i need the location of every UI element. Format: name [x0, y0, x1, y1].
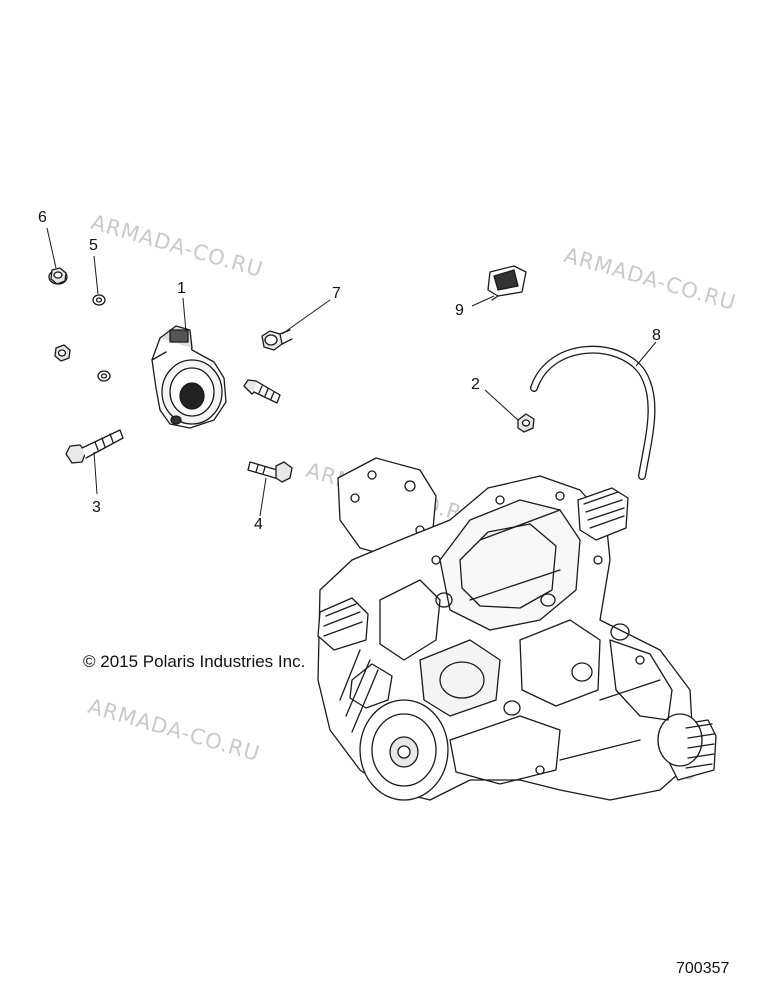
leader-line-6	[46, 227, 57, 269]
hose-part-8	[530, 345, 656, 480]
bolt-part-4-upper	[243, 379, 281, 404]
callout-4: 4	[254, 516, 263, 533]
washer-part-5-second	[97, 370, 111, 382]
figure-number: 700357	[676, 960, 730, 977]
copyright-notice: © 2015 Polaris Industries Inc.	[83, 652, 306, 671]
callout-2: 2	[471, 376, 480, 393]
nut-part-2	[517, 413, 535, 433]
callout-3: 3	[92, 499, 101, 516]
leader-line-7	[281, 299, 331, 335]
leader-line-3	[93, 451, 98, 495]
callout-5: 5	[89, 237, 98, 254]
leader-line-4	[259, 477, 267, 517]
leader-line-9	[471, 295, 495, 307]
leader-line-1	[182, 297, 187, 333]
bolt-part-3	[65, 429, 124, 464]
callout-7: 7	[332, 285, 341, 302]
flange-nut-part-6-second	[54, 344, 71, 362]
callout-8: 8	[652, 327, 661, 344]
bolt-part-4	[247, 461, 293, 483]
transmission-housing	[317, 457, 717, 801]
sensor-part-1	[151, 325, 227, 429]
callout-1: 1	[177, 280, 186, 297]
leader-line-5	[93, 255, 99, 295]
connector-part-9	[487, 265, 527, 301]
bolt-part-7	[261, 329, 293, 351]
washer-part-5	[92, 294, 106, 306]
leader-line-2	[484, 389, 519, 421]
callout-9: 9	[455, 302, 464, 319]
callout-6: 6	[38, 209, 47, 226]
flange-nut-part-6	[48, 267, 68, 285]
leader-line-8	[635, 341, 657, 367]
